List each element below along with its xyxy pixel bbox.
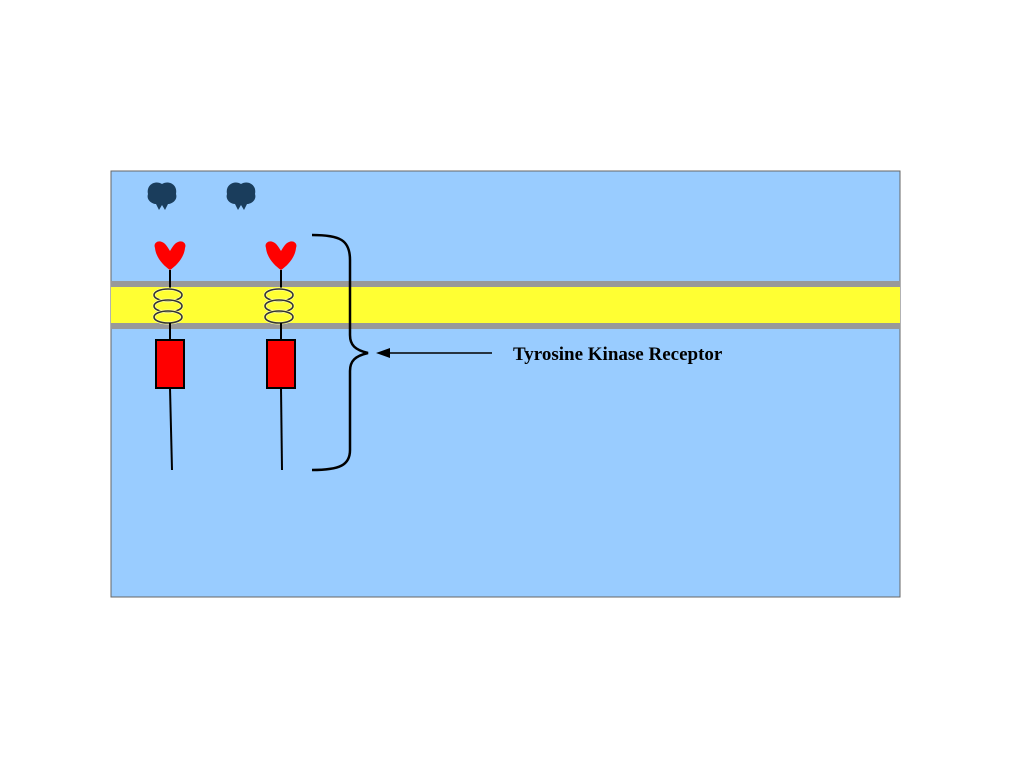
ligand-shape xyxy=(226,182,256,210)
ligand-2 xyxy=(226,182,256,210)
receptor-tail xyxy=(169,387,173,471)
ligand-shape xyxy=(147,182,177,210)
cell-membrane xyxy=(111,281,900,329)
receptor-tail xyxy=(280,387,283,471)
curly-brace xyxy=(311,233,369,472)
kinase-domain xyxy=(155,339,185,389)
pointer-arrow xyxy=(376,348,492,358)
membrane-edge-bottom xyxy=(111,323,900,329)
receptor-1 xyxy=(152,241,186,471)
membrane-bilayer xyxy=(111,287,900,323)
receptor-2 xyxy=(263,241,297,471)
kinase-domain xyxy=(266,339,296,389)
transmembrane-coil xyxy=(152,287,184,325)
receptor-label: Tyrosine Kinase Receptor xyxy=(513,344,723,365)
membrane-edge-top xyxy=(111,281,900,287)
extracellular-background xyxy=(110,170,901,598)
arrow-head-icon xyxy=(376,348,390,358)
binding-site xyxy=(265,241,297,270)
binding-site xyxy=(154,241,186,270)
ligand-1 xyxy=(147,182,177,210)
transmembrane-coil xyxy=(263,287,295,325)
